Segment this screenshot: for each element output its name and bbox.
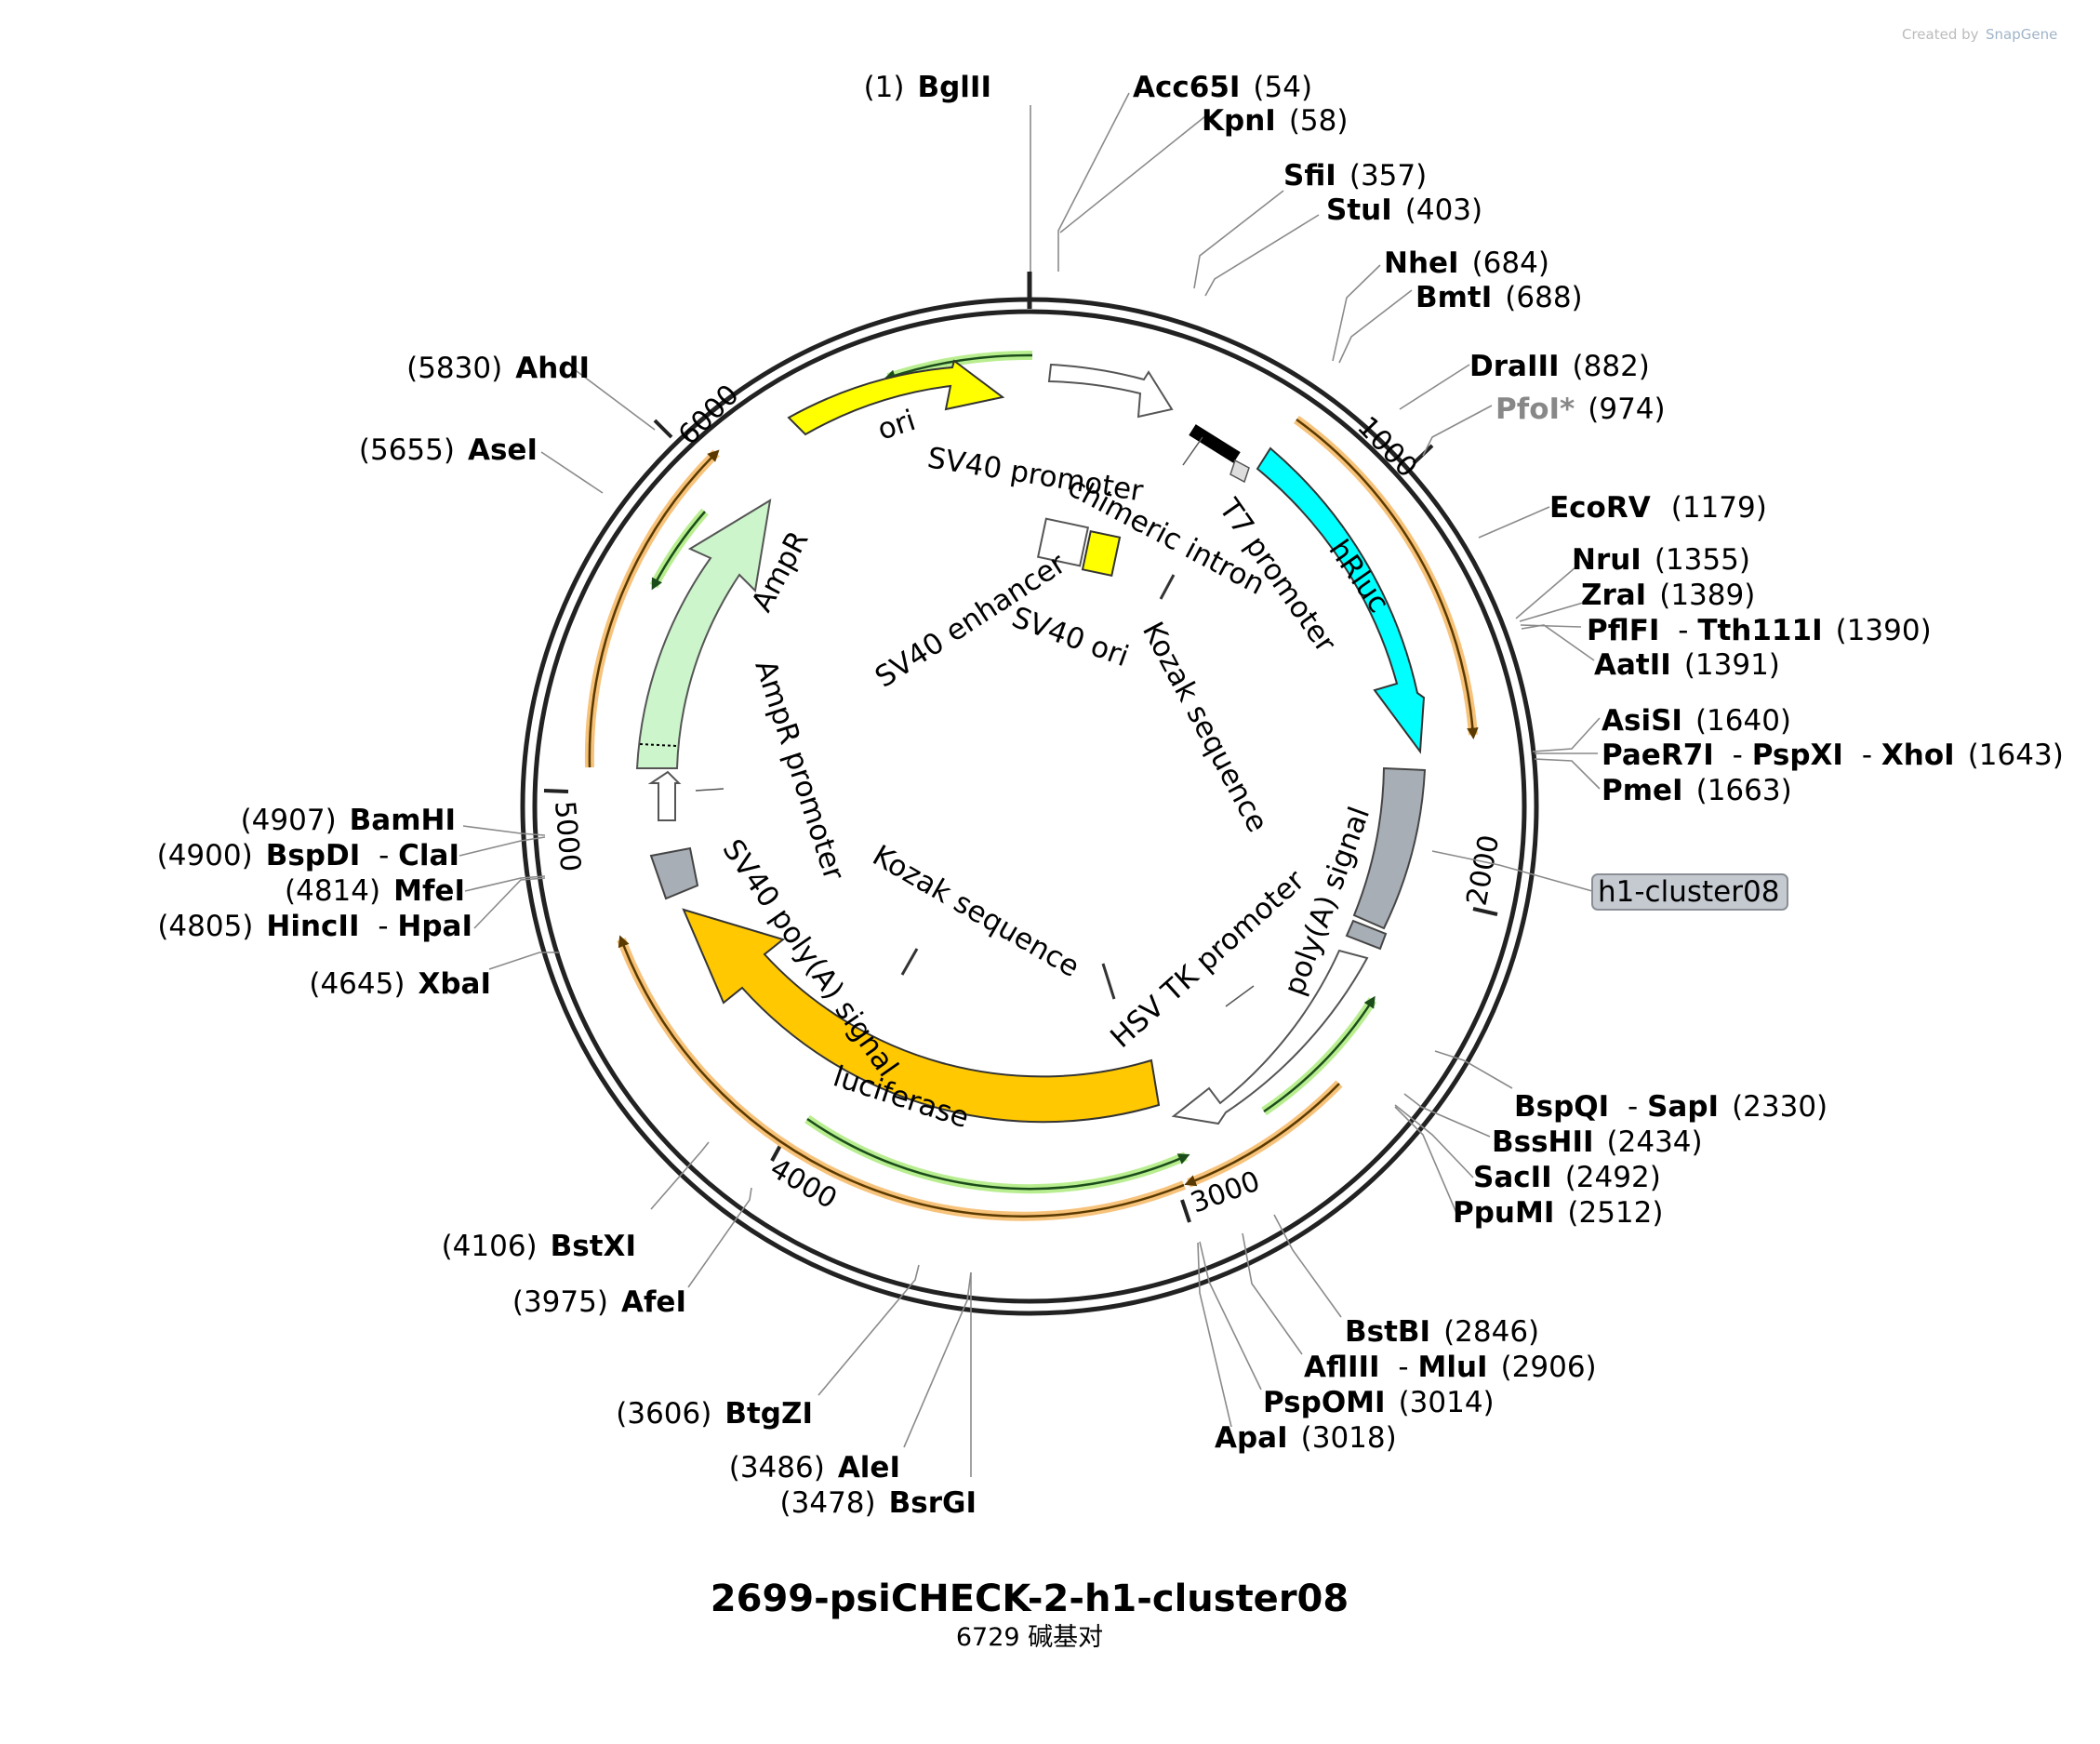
site-btgzi: (3606)BtgZI (616, 1397, 813, 1431)
kozak-sequence-label-2: Kozak sequence (867, 839, 1085, 984)
site-bstxi: (4106)BstXI (442, 1230, 636, 1263)
site-pfoi: PfoI*(974) (1495, 393, 1666, 426)
site-alei: (3486)AleI (729, 1451, 900, 1484)
site-ahdi: (5830)AhdI (406, 352, 590, 385)
site-asisi: AsiSI(1640) (1602, 704, 1791, 738)
site-xbai: (4645)XbaI (309, 967, 491, 1001)
site-nhei: NheI(684) (1384, 246, 1549, 280)
site-paer7i-pspxi-xhoi: PaeR7I - PspXI - XhoI(1643) (1602, 739, 2064, 772)
tick-2000: 2000 (1460, 832, 1506, 909)
credit-text: Created by (1902, 26, 1979, 43)
snapgene-logo: SnapGene (1986, 26, 2057, 43)
sv40-enhancer-box (1036, 517, 1090, 567)
hrluc-arrow (1256, 446, 1426, 754)
site-sacii: SacII(2492) (1473, 1161, 1661, 1194)
site-kpni: KpnI(58) (1202, 104, 1348, 138)
primer-arcs-green (649, 350, 1377, 1194)
luciferase-arrow (682, 908, 1161, 1124)
hrluc-label: hRluc (1322, 534, 1395, 619)
feature-arrows (635, 359, 1427, 1125)
tick-5000: 5000 (548, 800, 587, 873)
ampr-promoter-label: AmpR promoter (748, 656, 850, 885)
ori-label: ori (873, 404, 919, 447)
kozak-sequence-label-1: Kozak sequence (1136, 617, 1274, 838)
plasmid-name: 2699-psiCHECK-2-h1-cluster08 (711, 1578, 1349, 1620)
site-mfei: (4814)MfeI (285, 874, 465, 908)
hsv-tk-arrow (1171, 949, 1369, 1125)
site-bspqi-sapi: BspQI - SapI(2330) (1514, 1090, 1828, 1124)
chimeric-intron-bar (1189, 424, 1241, 463)
insert-label: h1-cluster08 (1598, 875, 1779, 909)
site-afliii-mlui: AflIII - MluI(2906) (1304, 1351, 1597, 1384)
site-pflfi-tth111i: PflFI - Tth111I(1390) (1587, 614, 1932, 647)
site-draiii: DraIII(882) (1469, 350, 1650, 383)
site-bsrgi: (3478)BsrGI (780, 1486, 977, 1520)
site-sfii: SfiI(357) (1283, 159, 1427, 193)
site-hincii-hpai: (4805)HincII - HpaI (157, 910, 472, 943)
site-bglii: (1)BglII (864, 71, 991, 104)
site-aatii: AatII(1391) (1594, 648, 1780, 682)
site-zrai: ZraI(1389) (1581, 579, 1755, 612)
sv40-ori-box (1081, 529, 1122, 578)
site-nrui: NruI(1355) (1572, 543, 1750, 577)
site-asei: (5655)AseI (359, 433, 538, 467)
ampr-promoter-arrow (647, 770, 682, 821)
site-bstbi: BstBI(2846) (1345, 1315, 1539, 1349)
polya-block (1345, 919, 1388, 951)
site-bspdi-clai: (4900)BspDI - ClaI (157, 839, 459, 872)
site-apai: ApaI(3018) (1215, 1421, 1397, 1455)
ori-arrow (787, 359, 1005, 436)
site-bamhi: (4907)BamHI (241, 804, 456, 837)
site-ecorv: EcoRV(1179) (1549, 491, 1767, 525)
hsv-tk-label: HSV TK promoter (1104, 863, 1311, 1055)
sv40-promoter-arrow (1047, 363, 1174, 419)
tick-3000: 3000 (1187, 1165, 1265, 1220)
site-afei: (3975)AfeI (512, 1285, 686, 1319)
tick-6000: 6000 (672, 379, 746, 452)
site-leaders (459, 92, 1601, 1477)
site-pspomi: PspOMI(3014) (1263, 1386, 1495, 1419)
plasmid-length: 6729 碱基对 (956, 1623, 1103, 1652)
sv40-ori-label: SV40 ori (1007, 601, 1133, 673)
site-pmei: PmeI(1663) (1602, 774, 1792, 807)
t7-promoter-arrow (1229, 459, 1250, 484)
tick-4000: 4000 (764, 1152, 843, 1216)
site-bsshii: BssHII(2434) (1492, 1125, 1703, 1159)
insert-block (1352, 766, 1427, 930)
site-acc65i: Acc65I(54) (1133, 71, 1312, 104)
insert-label-box: h1-cluster08 (1591, 873, 1788, 911)
sv40-polya-block (649, 846, 699, 900)
site-bmti: BmtI(688) (1416, 281, 1583, 314)
site-stui: StuI(403) (1326, 193, 1482, 227)
site-labels: (1)BglII Acc65I(54) KpnI(58) SfiI(357) S… (157, 71, 2064, 1520)
ampr-arrow (635, 499, 772, 769)
primer-arcs-orange (584, 415, 1479, 1221)
site-ppumi: PpuMI(2512) (1453, 1196, 1663, 1230)
